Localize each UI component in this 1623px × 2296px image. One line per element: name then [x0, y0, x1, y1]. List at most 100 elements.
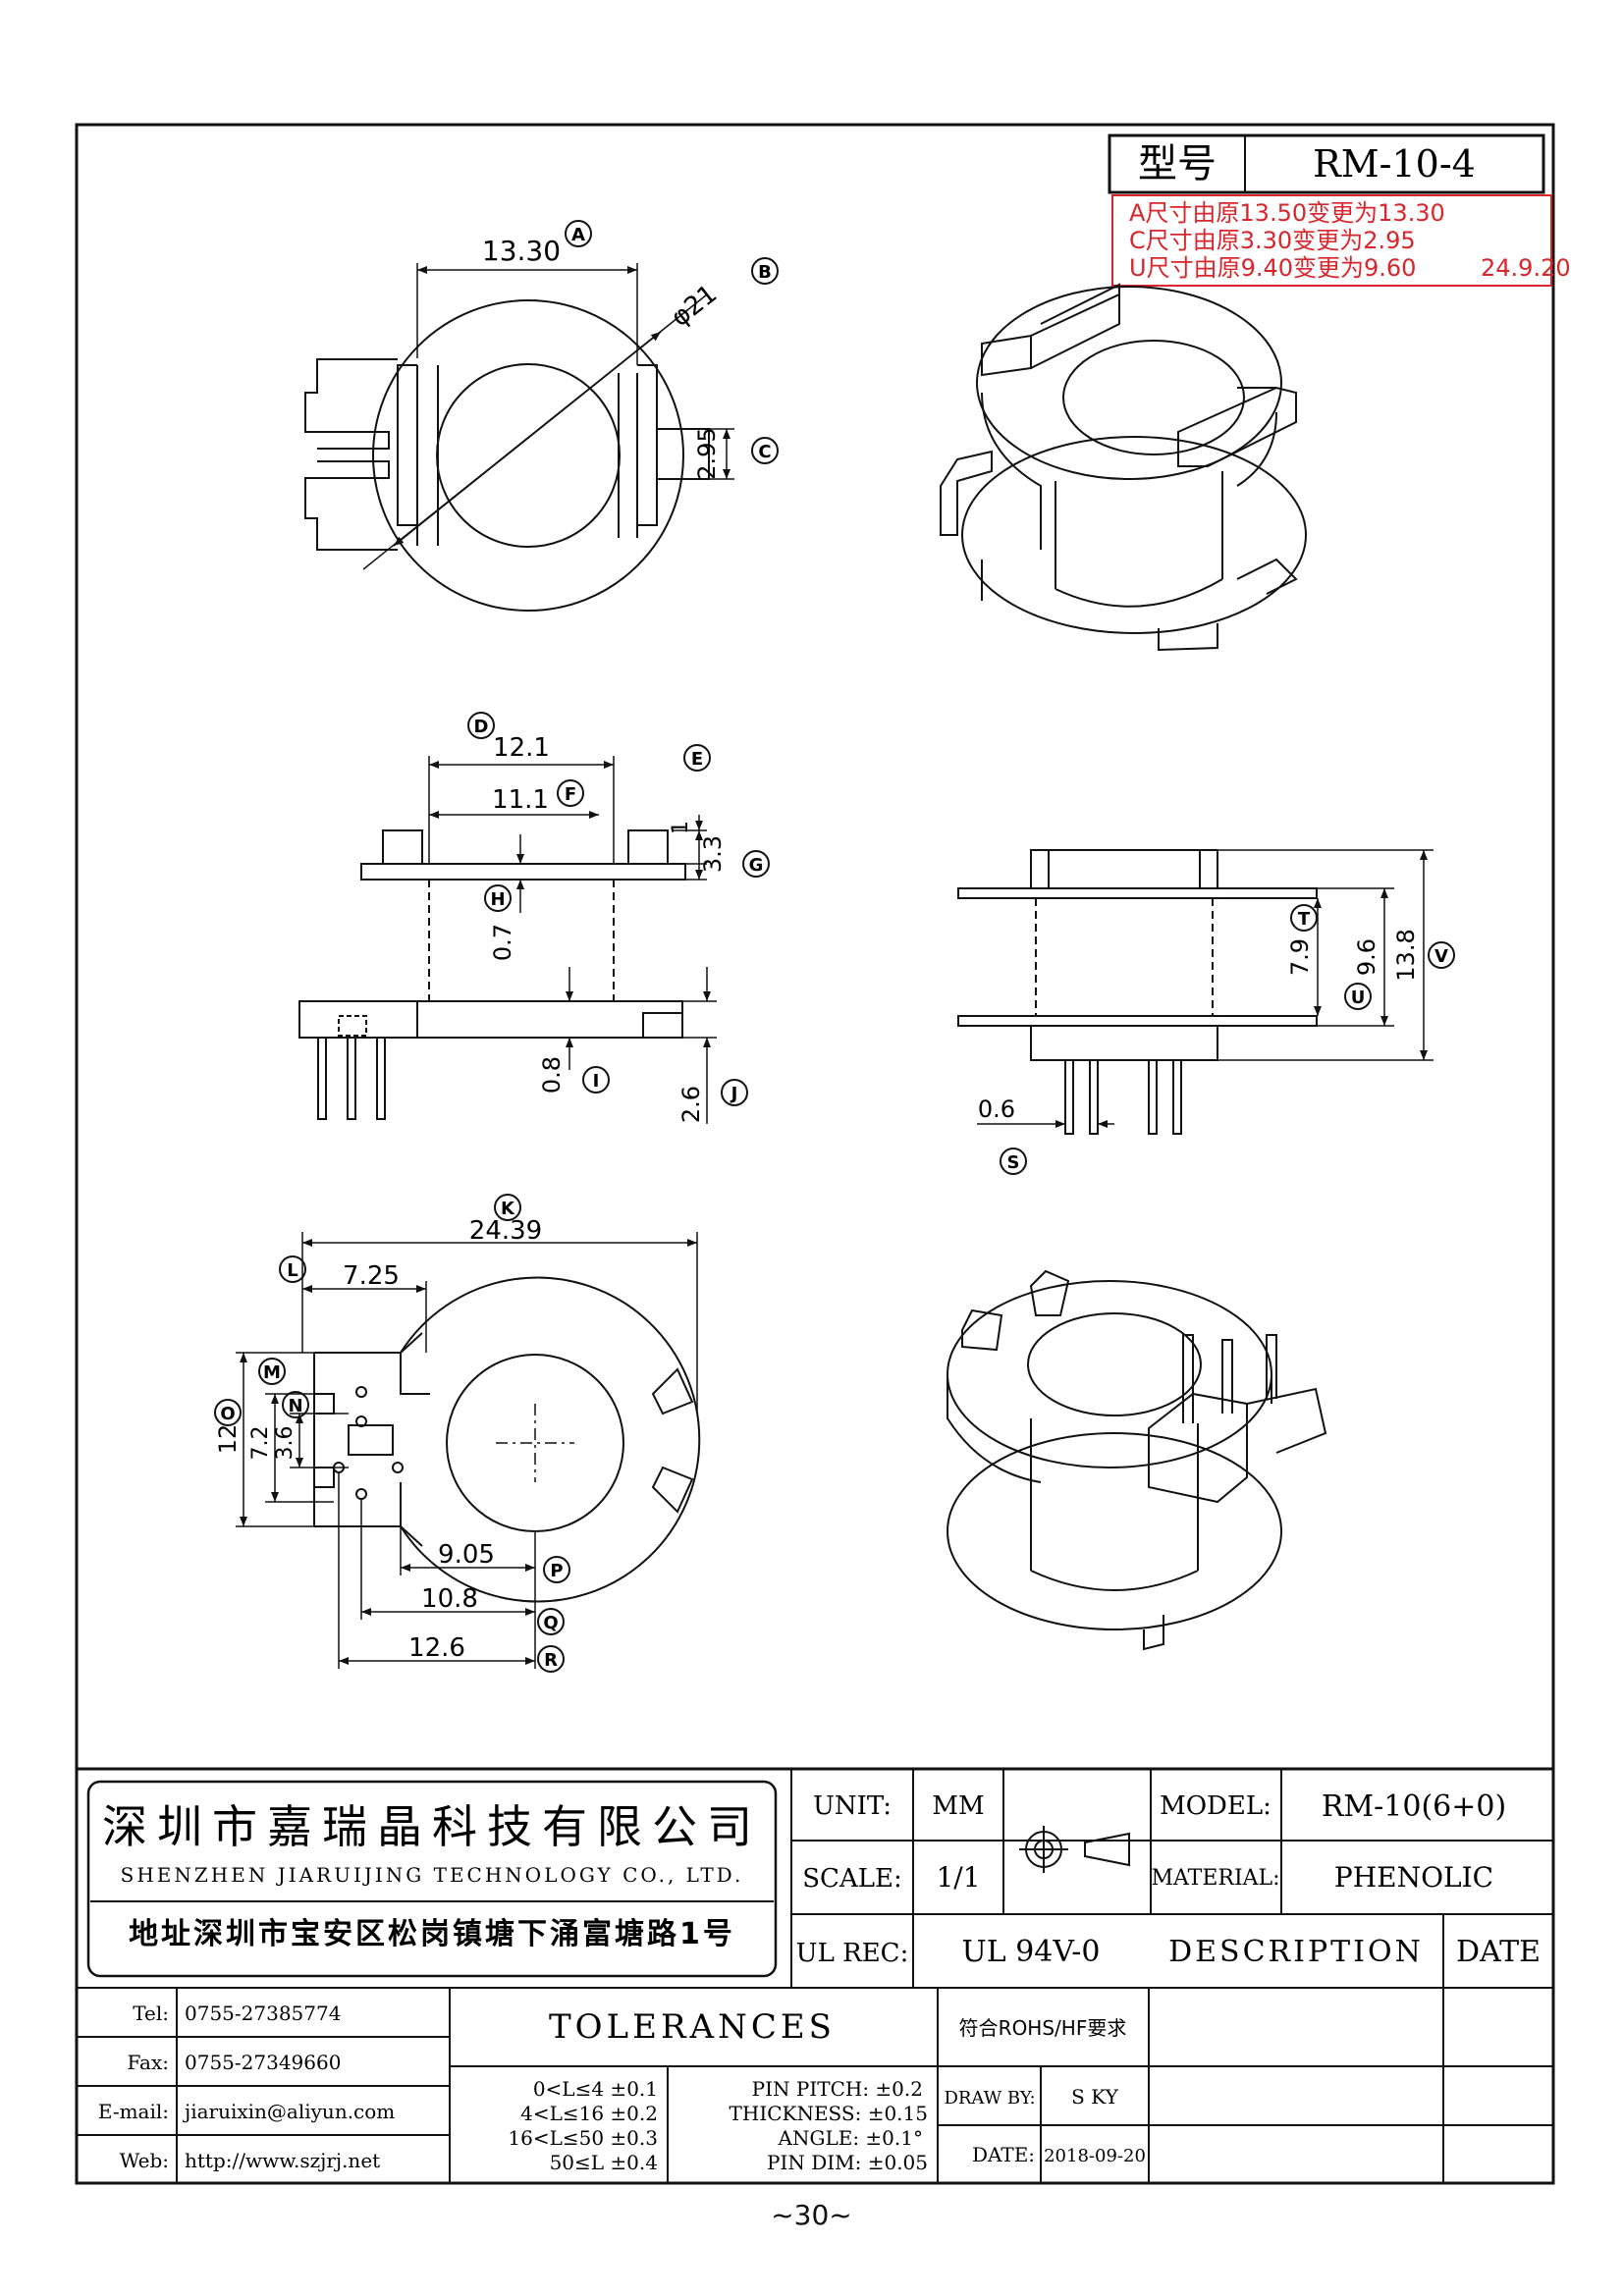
bottom-view [236, 1232, 701, 1669]
tolerance-4: 50≤L ±0.4 [550, 2151, 658, 2174]
iso-view-bottom [947, 1269, 1327, 1651]
marker-p: P [543, 1556, 570, 1583]
dim-m: 7.2 [248, 1426, 273, 1461]
svg-text:U: U [1351, 988, 1366, 1008]
marker-u: U [1344, 983, 1372, 1010]
pin-dim: PIN DIM: ±0.05 [767, 2151, 928, 2174]
draw-by-value: S KY [1071, 2085, 1118, 2109]
dim-e: 1 [669, 821, 693, 834]
dim-q: 10.8 [421, 1584, 478, 1614]
model-box-value: RM-10-4 [1313, 142, 1476, 186]
svg-text:D: D [474, 717, 489, 737]
ul-rec-label: UL REC: [796, 1939, 909, 1968]
svg-text:T: T [1298, 909, 1311, 930]
model-box: 型号 RM-10-4 [1108, 133, 1545, 194]
svg-text:E: E [691, 749, 703, 770]
material-label: MATERIAL: [1151, 1866, 1279, 1891]
revision-line-2: C尺寸由原3.30变更为2.95 [1129, 227, 1416, 254]
svg-text:C: C [758, 442, 771, 462]
scale-label: SCALE: [802, 1864, 902, 1894]
web-label: Web: [120, 2149, 169, 2172]
tel-label: Tel: [133, 2002, 169, 2025]
svg-text:F: F [565, 784, 576, 805]
title-block [77, 1767, 1553, 2183]
angle: ANGLE: ±0.1° [778, 2126, 923, 2150]
unit-label: UNIT: [813, 1791, 892, 1821]
side-view [957, 849, 1434, 1135]
dim-a: 13.30 [482, 235, 561, 267]
email-value[interactable]: jiaruixin@aliyun.com [183, 2100, 395, 2123]
tolerance-2: 4<L≤16 ±0.2 [520, 2102, 658, 2125]
model-value: RM-10(6+0) [1322, 1789, 1506, 1824]
revision-date: 24.9.20 [1481, 254, 1571, 282]
dim-t: 7.9 [1286, 938, 1314, 976]
model-label: MODEL: [1160, 1791, 1271, 1821]
svg-text:G: G [749, 855, 764, 876]
dim-o: 12 [214, 1424, 242, 1455]
model-box-label: 型号 [1138, 141, 1217, 187]
marker-a: A [565, 220, 592, 247]
web-value[interactable]: http://www.szjrj.net [185, 2149, 380, 2172]
page-number: ~30~ [771, 2199, 852, 2231]
svg-text:Q: Q [543, 1613, 558, 1633]
revision-line-3: U尺寸由原9.40变更为9.60 [1129, 254, 1416, 282]
thickness: THICKNESS: ±0.15 [730, 2102, 928, 2125]
marker-e: E [683, 744, 711, 772]
dim-v: 13.8 [1392, 929, 1420, 981]
tolerance-3: 16<L≤50 ±0.3 [508, 2126, 658, 2150]
dim-c: 2.95 [693, 427, 721, 479]
marker-s: S [1000, 1148, 1027, 1175]
dim-l: 7.25 [343, 1261, 400, 1291]
svg-text:J: J [730, 1084, 738, 1104]
date-label: DATE [1456, 1935, 1541, 1969]
svg-text:N: N [288, 1396, 302, 1416]
svg-text:K: K [501, 1199, 515, 1219]
revision-notes: A尺寸由原13.50变更为13.30 C尺寸由原3.30变更为2.95 U尺寸由… [1111, 194, 1571, 287]
fax-value: 0755-27349660 [185, 2051, 341, 2074]
date-row-value: 2018-09-20 [1044, 2146, 1146, 2166]
tolerance-1: 0<L≤4 ±0.1 [533, 2077, 658, 2101]
pin-pitch: PIN PITCH: ±0.2 [752, 2077, 923, 2101]
draw-by-label: DRAW BY: [944, 2088, 1035, 2109]
marker-o: O [214, 1399, 242, 1426]
marker-n: N [282, 1391, 309, 1418]
company-name-cn: 深圳市嘉瑞晶科技有限公司 [102, 1800, 762, 1853]
marker-v: V [1428, 941, 1455, 969]
svg-text:O: O [220, 1404, 235, 1424]
marker-q: Q [537, 1608, 565, 1635]
company-name-en: SHENZHEN JIARUIJING TECHNOLOGY CO., LTD. [121, 1863, 744, 1887]
marker-c: C [751, 437, 779, 464]
front-view [298, 756, 717, 1124]
unit-value: MM [932, 1791, 984, 1821]
svg-text:V: V [1434, 946, 1448, 967]
dim-r: 12.6 [408, 1633, 465, 1663]
dim-h: 0.7 [489, 924, 516, 961]
marker-h: H [484, 884, 512, 912]
dim-n: 3.6 [273, 1426, 298, 1461]
projection-symbol-icon [1019, 1826, 1130, 1873]
iso-view-top [940, 283, 1307, 652]
marker-l: L [279, 1255, 306, 1283]
dim-u: 9.6 [1353, 938, 1380, 976]
marker-f: F [557, 779, 584, 807]
dim-j: 2.6 [677, 1086, 705, 1123]
marker-k: K [494, 1194, 521, 1221]
dim-s: 0.6 [978, 1095, 1015, 1123]
rohs-note: 符合ROHS/HF要求 [959, 2016, 1127, 2040]
marker-m: M [258, 1358, 286, 1385]
description-label: DESCRIPTION [1168, 1935, 1424, 1969]
svg-text:R: R [544, 1650, 558, 1671]
svg-text:S: S [1007, 1152, 1020, 1173]
svg-text:M: M [263, 1362, 281, 1383]
top-view [304, 263, 734, 612]
dim-g: 3.3 [699, 835, 727, 873]
svg-text:H: H [490, 889, 505, 910]
fax-label: Fax: [128, 2051, 169, 2074]
dim-k: 24.39 [469, 1216, 542, 1246]
company-address: 地址深圳市宝安区松岗镇塘下涌富塘路1号 [129, 1917, 735, 1951]
marker-b: B [751, 257, 779, 285]
dim-i: 0.8 [538, 1056, 566, 1094]
svg-text:A: A [571, 225, 585, 245]
marker-j: J [721, 1079, 748, 1106]
